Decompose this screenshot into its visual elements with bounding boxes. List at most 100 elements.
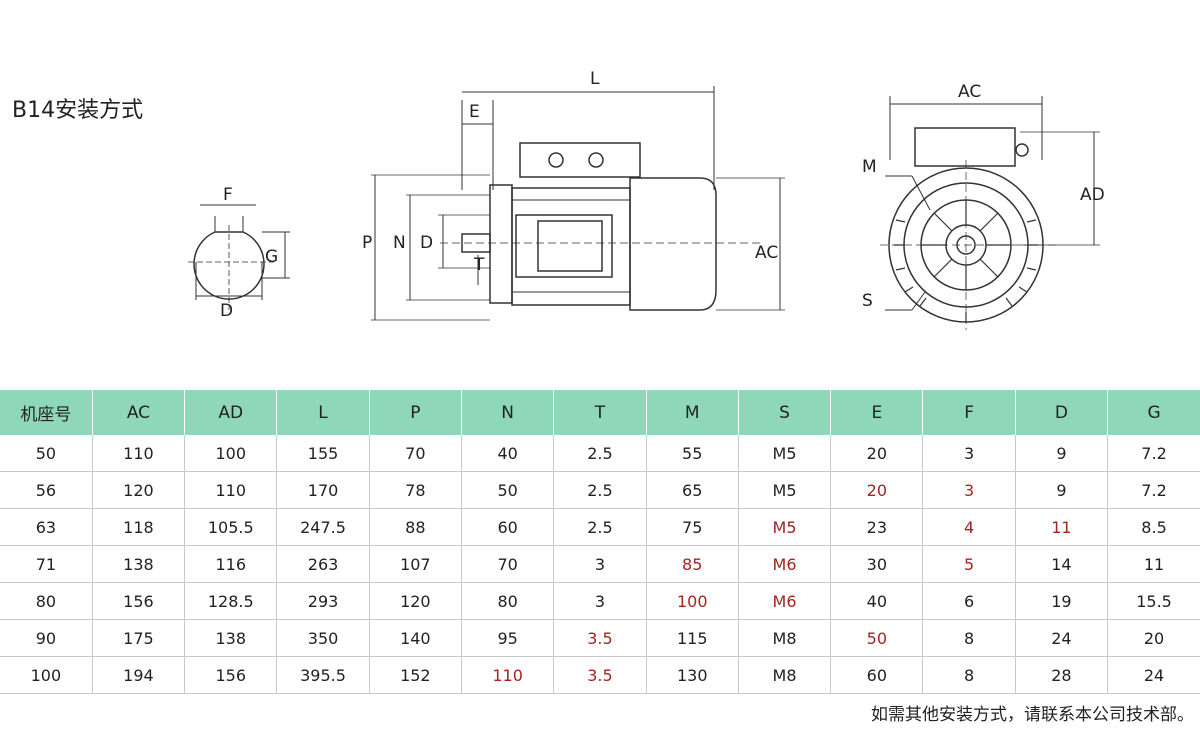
page-title: B14安装方式 — [12, 98, 144, 123]
table-cell: 24 — [1015, 619, 1109, 657]
table-cell: 20 — [830, 435, 924, 472]
table-cell: M5 — [738, 435, 832, 472]
table-cell: 85 — [646, 545, 739, 583]
table-cell: 175 — [92, 619, 186, 657]
table-cell: 60 — [830, 656, 924, 694]
table-cell: 80 — [461, 582, 555, 620]
table-cell: 88 — [369, 508, 462, 546]
header-ac: AC — [92, 390, 186, 435]
table-cell: 71 — [0, 545, 93, 583]
table-cell: 3 — [922, 435, 1016, 472]
table-cell: 395.5 — [276, 656, 370, 694]
table-cell: 194 — [92, 656, 186, 694]
table-cell: 55 — [646, 435, 739, 472]
table-cell: 247.5 — [276, 508, 370, 546]
table-header-row: 机座号 AC AD L P N T M S E F D G — [0, 390, 1200, 435]
table-cell: M5 — [738, 508, 832, 546]
motor-front-view-drawing — [880, 96, 1100, 330]
header-l: L — [276, 390, 370, 435]
table-cell: 130 — [646, 656, 739, 694]
header-n: N — [461, 390, 555, 435]
table-cell: 120 — [369, 582, 462, 620]
table-cell: 95 — [461, 619, 555, 657]
table-cell: 7.2 — [1107, 435, 1200, 472]
table-cell: 3.5 — [553, 656, 647, 694]
table-cell: 3.5 — [553, 619, 647, 657]
table-cell: 3 — [553, 545, 647, 583]
table-cell: 156 — [184, 656, 278, 694]
motor-side-view-drawing — [371, 86, 785, 321]
table-cell: 8.5 — [1107, 508, 1200, 546]
table-cell: 11 — [1107, 545, 1200, 583]
table-cell: 2.5 — [553, 471, 647, 509]
table-cell: 2.5 — [553, 435, 647, 472]
table-cell: 116 — [184, 545, 278, 583]
table-cell: 110 — [461, 656, 555, 694]
table-cell: 11 — [1015, 508, 1109, 546]
table-cell: 90 — [0, 619, 93, 657]
table-cell: 6 — [922, 582, 1016, 620]
header-ad: AD — [184, 390, 278, 435]
table-cell: 115 — [646, 619, 739, 657]
label-front-AD: AD — [1080, 185, 1105, 205]
table-cell: 128.5 — [184, 582, 278, 620]
header-frame-size: 机座号 — [0, 390, 93, 435]
table-cell: 28 — [1015, 656, 1109, 694]
label-shaft-D: D — [220, 301, 233, 321]
table-cell: 350 — [276, 619, 370, 657]
header-e: E — [830, 390, 924, 435]
table-cell: 23 — [830, 508, 924, 546]
label-side-E: E — [469, 102, 480, 122]
table-cell: M6 — [738, 545, 832, 583]
table-cell: 293 — [276, 582, 370, 620]
table-cell: 100 — [646, 582, 739, 620]
table-cell: 80 — [0, 582, 93, 620]
table-cell: 3 — [553, 582, 647, 620]
label-front-AC: AC — [958, 82, 981, 102]
table-cell: 4 — [922, 508, 1016, 546]
table-cell: 100 — [184, 435, 278, 472]
table-cell: 20 — [1107, 619, 1200, 657]
table-cell: 50 — [461, 471, 555, 509]
label-shaft-G: G — [265, 247, 278, 267]
table-cell: 9 — [1015, 471, 1109, 509]
table-cell: 138 — [184, 619, 278, 657]
table-cell: 63 — [0, 508, 93, 546]
table-cell: M8 — [738, 619, 832, 657]
shaft-section-drawing — [188, 204, 290, 310]
header-t: T — [553, 390, 647, 435]
table-cell: 155 — [276, 435, 370, 472]
header-g: G — [1107, 390, 1200, 435]
table-cell: 40 — [461, 435, 555, 472]
table-cell: 70 — [369, 435, 462, 472]
table-cell: 100 — [0, 656, 93, 694]
table-cell: M5 — [738, 471, 832, 509]
table-cell: 50 — [0, 435, 93, 472]
table-cell: 7.2 — [1107, 471, 1200, 509]
table-cell: 120 — [92, 471, 186, 509]
label-front-S: S — [862, 291, 873, 311]
label-side-N: N — [393, 233, 406, 253]
table-cell: 8 — [922, 619, 1016, 657]
header-s: S — [738, 390, 832, 435]
table-cell: 78 — [369, 471, 462, 509]
table-cell: 60 — [461, 508, 555, 546]
table-cell: 19 — [1015, 582, 1109, 620]
label-shaft-F: F — [223, 185, 233, 205]
table-cell: 24 — [1107, 656, 1200, 694]
table-cell: 70 — [461, 545, 555, 583]
table-cell: 105.5 — [184, 508, 278, 546]
header-f: F — [922, 390, 1016, 435]
label-front-M: M — [862, 157, 877, 177]
table-cell: 40 — [830, 582, 924, 620]
label-side-P: P — [362, 233, 372, 253]
label-side-L: L — [590, 69, 600, 89]
header-d: D — [1015, 390, 1109, 435]
table-cell: 118 — [92, 508, 186, 546]
table-cell: M6 — [738, 582, 832, 620]
table-cell: 14 — [1015, 545, 1109, 583]
